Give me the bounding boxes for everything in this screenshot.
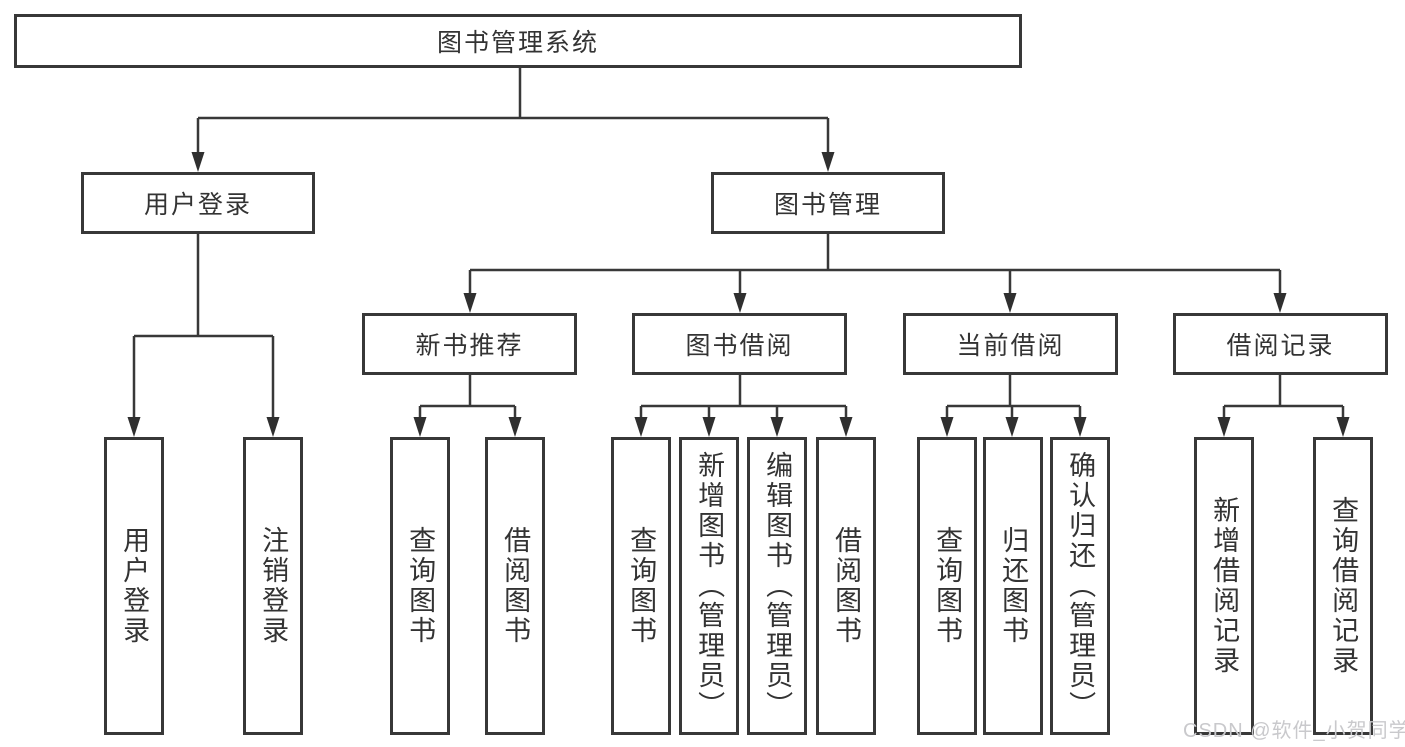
node-borrowing-records: 借阅记录 <box>1173 313 1388 375</box>
node-label: 图书管理系统 <box>436 29 599 57</box>
leaf-label: 借阅图书 <box>831 526 862 646</box>
node-label: 当前借阅 <box>956 332 1065 360</box>
node-current-borrowing: 当前借阅 <box>903 313 1118 375</box>
leaf-confirm-return-admin: 确认归还（管理员） <box>1050 437 1110 735</box>
leaf-return-books: 归还图书 <box>983 437 1043 735</box>
leaf-label: 查询图书 <box>405 526 436 646</box>
leaf-query-borrow-record: 查询借阅记录 <box>1313 437 1373 735</box>
leaf-label: 查询图书 <box>626 526 657 646</box>
leaf-label: 编辑图书（管理员） <box>762 451 793 721</box>
leaf-edit-books-admin: 编辑图书（管理员） <box>747 437 807 735</box>
leaf-add-borrow-record: 新增借阅记录 <box>1194 437 1254 735</box>
leaf-query-books-current: 查询图书 <box>917 437 977 735</box>
node-new-book-recommendation: 新书推荐 <box>362 313 577 375</box>
leaf-label: 借阅图书 <box>500 526 531 646</box>
leaf-label: 确认归还（管理员） <box>1065 451 1096 721</box>
node-user-login-branch: 用户登录 <box>81 172 315 234</box>
leaf-borrow-books: 借阅图书 <box>816 437 876 735</box>
node-label: 借阅记录 <box>1226 332 1335 360</box>
leaf-user-login: 用户登录 <box>104 437 164 735</box>
node-label: 新书推荐 <box>415 332 524 360</box>
leaf-label: 用户登录 <box>119 526 150 646</box>
watermark: CSDN @软件_小贺同学 <box>1183 720 1405 742</box>
leaf-borrow-books-recommend: 借阅图书 <box>485 437 545 735</box>
leaf-label: 注销登录 <box>258 526 289 646</box>
leaf-label: 查询借阅记录 <box>1328 496 1359 676</box>
node-book-borrowing: 图书借阅 <box>632 313 847 375</box>
leaf-label: 新增借阅记录 <box>1209 496 1240 676</box>
node-label: 图书借阅 <box>685 332 794 360</box>
leaf-label: 新增图书（管理员） <box>694 451 725 721</box>
leaf-label: 查询图书 <box>932 526 963 646</box>
node-label: 用户登录 <box>143 191 252 219</box>
leaf-query-books-borrowing: 查询图书 <box>611 437 671 735</box>
arrowhead-icons <box>127 152 1350 437</box>
leaf-logout-login: 注销登录 <box>243 437 303 735</box>
node-label: 图书管理 <box>773 191 882 219</box>
leaf-add-books-admin: 新增图书（管理员） <box>679 437 739 735</box>
node-library-management-system: 图书管理系统 <box>14 14 1022 68</box>
tree-edges <box>132 68 1345 419</box>
node-book-management-branch: 图书管理 <box>711 172 945 234</box>
leaf-query-books-recommend: 查询图书 <box>390 437 450 735</box>
leaf-label: 归还图书 <box>998 526 1029 646</box>
